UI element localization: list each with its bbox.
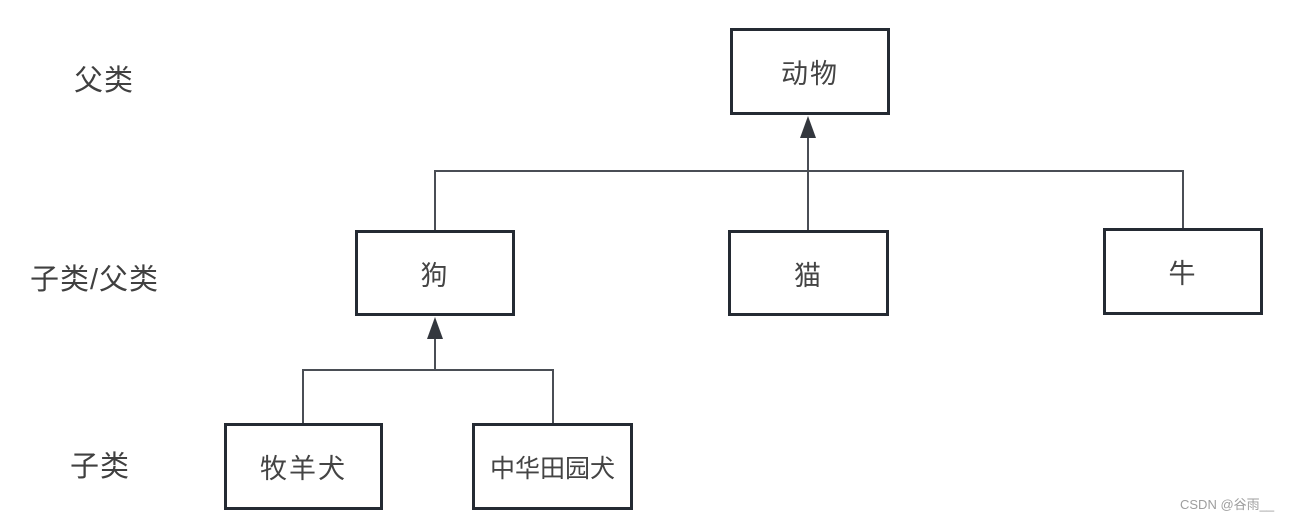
connector-bus-to-dog — [434, 170, 436, 231]
connector-bus-to-dog-arrow — [434, 338, 436, 370]
connector-bus-top — [434, 170, 1184, 172]
connector-bus-to-cow — [1182, 170, 1184, 229]
row-label-child-class: 子类 — [70, 451, 131, 483]
arrowhead-up-dog-icon — [427, 317, 443, 339]
node-animal: 动物 — [730, 28, 890, 115]
row-label-child-parent-class: 子类/父类 — [30, 264, 160, 296]
node-shepherd-dog-label: 牧羊犬 — [260, 454, 347, 484]
node-cow: 牛 — [1103, 228, 1263, 315]
node-pastoral-dog-label: 中华田园犬 — [489, 454, 615, 483]
connector-bus-to-pastoral-dog — [552, 369, 554, 424]
node-shepherd-dog: 牧羊犬 — [224, 423, 383, 510]
arrowhead-up-animal-icon — [800, 116, 816, 138]
node-animal-label: 动物 — [781, 59, 839, 89]
node-cow-label: 牛 — [1168, 259, 1198, 289]
node-pastoral-dog: 中华田园犬 — [472, 423, 633, 510]
watermark: CSDN @谷雨__ — [1180, 497, 1275, 512]
node-dog-label: 狗 — [420, 260, 450, 291]
connector-bus-to-shepherd-dog — [302, 369, 304, 424]
node-cat-label: 猫 — [794, 260, 823, 291]
connector-bus-bottom — [302, 369, 554, 371]
row-label-parent-class: 父类 — [74, 65, 135, 97]
node-dog: 狗 — [355, 230, 515, 316]
node-cat: 猫 — [728, 230, 889, 316]
connector-cat-to-animal — [807, 137, 809, 231]
